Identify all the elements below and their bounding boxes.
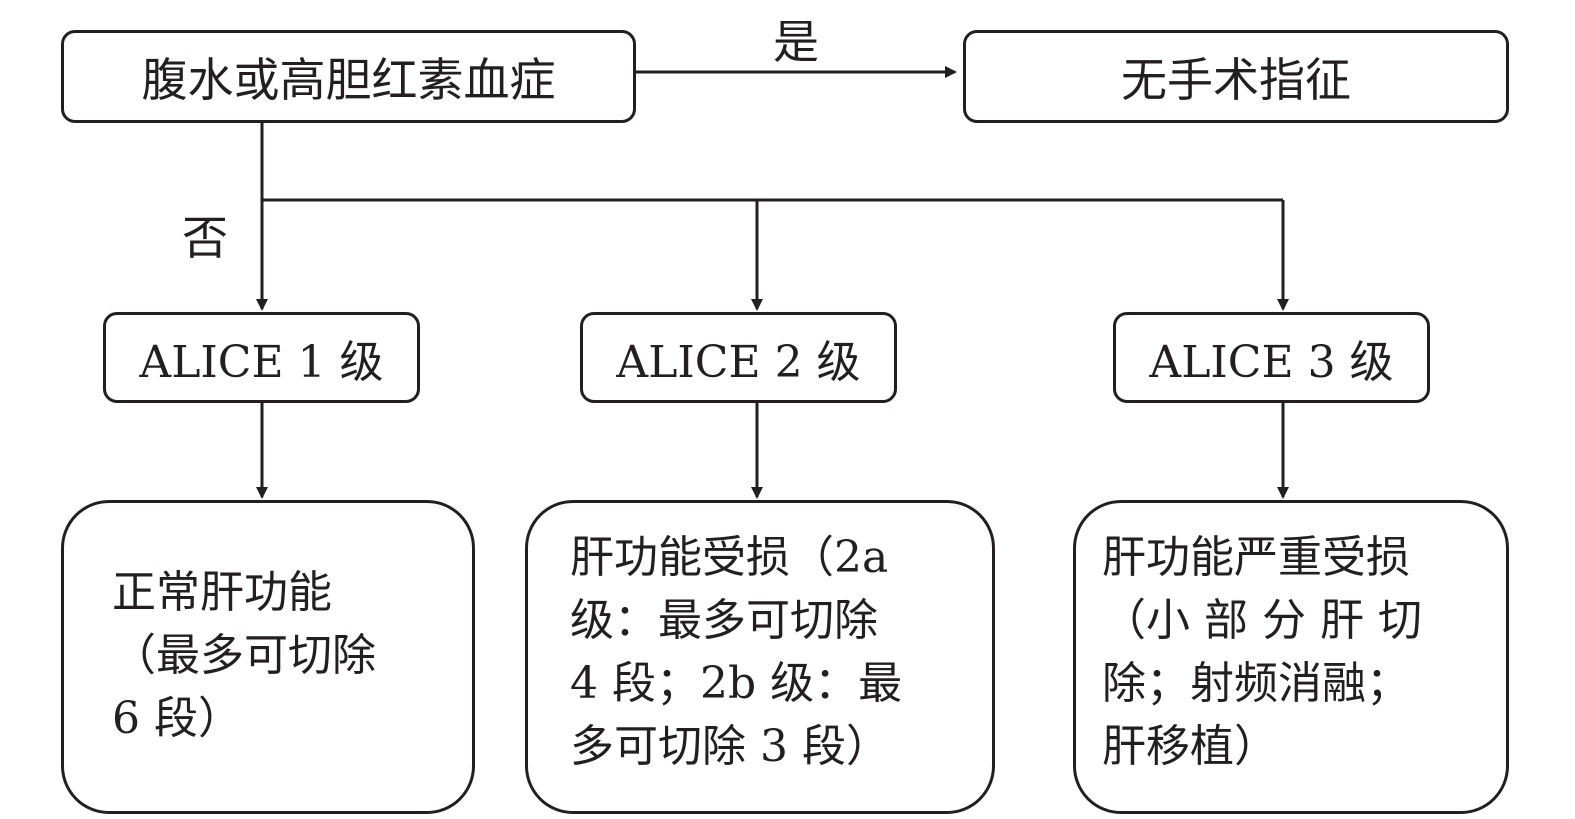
grade1-node: ALICE 1 级 (103, 312, 420, 403)
result3-text: 肝功能严重受损 （小 部 分 肝 切 除；射频消融； 肝移植） (1102, 532, 1422, 772)
no-surgery-node: 无手术指征 (963, 30, 1509, 123)
grade3-node: ALICE 3 级 (1113, 312, 1430, 403)
grade2-node: ALICE 2 级 (580, 312, 897, 403)
result2-node: 肝功能受损（2a 级：最多可切除 4 段；2b 级：最 多可切除 3 段） (525, 500, 995, 814)
yes-label: 是 (773, 15, 819, 69)
condition-node: 腹水或高胆红素血症 (61, 30, 636, 123)
result2-text: 肝功能受损（2a 级：最多可切除 4 段；2b 级：最 多可切除 3 段） (570, 532, 903, 772)
result3-node: 肝功能严重受损 （小 部 分 肝 切 除；射频消融； 肝移植） (1073, 500, 1509, 814)
no-label: 否 (182, 211, 228, 265)
result1-node: 正常肝功能 （最多可切除 6 段） (61, 500, 475, 814)
result1-text: 正常肝功能 （最多可切除 6 段） (112, 567, 376, 744)
